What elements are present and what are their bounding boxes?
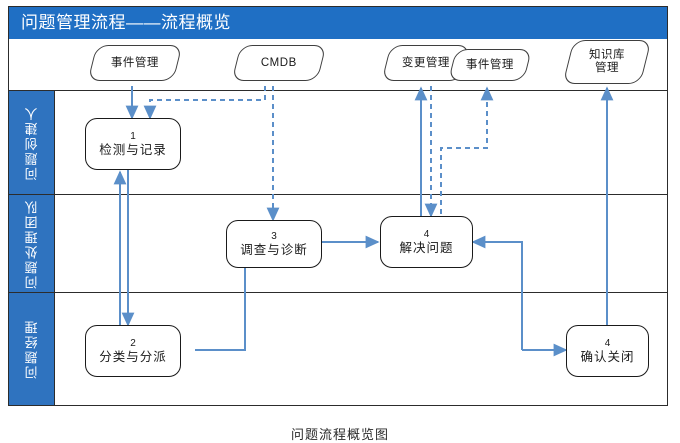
source-label: 事件管理 (111, 56, 159, 69)
source-label: 变更管理 (402, 56, 450, 69)
process-number: 4 (604, 337, 611, 349)
swimlane-problem-manager: 问题经理 (9, 293, 667, 405)
process-label: 解决问题 (399, 240, 454, 255)
source-node-knowledge-base[interactable]: 知识库 管理 (562, 40, 652, 84)
process-node-resolve-problem[interactable]: 4 解决问题 (380, 216, 473, 268)
source-label: CMDB (261, 56, 297, 69)
process-node-investigate-diagnose[interactable]: 3 调查与诊断 (226, 220, 322, 268)
swimlane-label-text: 问题创建人 (24, 105, 39, 180)
swimlane-body-problem-team (55, 195, 667, 292)
process-label: 确认关闭 (580, 349, 635, 364)
source-label: 事件管理 (466, 58, 514, 71)
page-title: 问题管理流程——流程概览 (21, 13, 231, 32)
process-node-detect-record[interactable]: 1 检测与记录 (85, 118, 181, 170)
figure-caption: 问题流程概览图 (290, 427, 389, 442)
source-label-line1: 知识库 (589, 49, 625, 61)
process-number: 2 (130, 337, 136, 349)
process-number: 4 (423, 228, 430, 240)
process-node-confirm-close[interactable]: 4 确认关闭 (566, 325, 649, 377)
swimlane-problem-creator: 问题创建人 (9, 91, 667, 195)
source-label-line2: 管理 (595, 62, 619, 74)
swimlane-label-text: 问题经理 (24, 319, 39, 379)
swimlane-label-problem-team: 问题处理团队 (9, 195, 55, 292)
process-node-classify-assign[interactable]: 2 分类与分派 (85, 325, 181, 377)
swimlane-label-problem-creator: 问题创建人 (9, 91, 55, 194)
source-node-incident-mgmt-left[interactable]: 事件管理 (87, 45, 183, 81)
swimlane-label-text: 问题处理团队 (24, 198, 39, 289)
process-number: 1 (130, 130, 136, 142)
source-node-incident-mgmt-right[interactable]: 事件管理 (448, 49, 532, 81)
process-label: 检测与记录 (99, 142, 167, 157)
swimlane-label-problem-manager: 问题经理 (9, 293, 55, 405)
process-label: 调查与诊断 (240, 242, 308, 257)
source-label-wrap: 知识库 管理 (589, 49, 625, 75)
process-label: 分类与分派 (99, 349, 167, 364)
process-number: 3 (271, 230, 277, 242)
source-node-cmdb[interactable]: CMDB (231, 45, 327, 81)
swimlane-problem-team: 问题处理团队 (9, 195, 667, 293)
title-band: 问题管理流程——流程概览 (9, 7, 667, 39)
